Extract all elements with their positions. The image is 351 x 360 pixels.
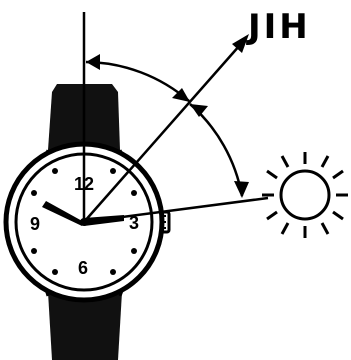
arc-arrowhead-start (86, 54, 100, 70)
dial-number-9: 9 (30, 214, 40, 234)
dial-number-6: 6 (78, 258, 88, 278)
angle-arc-lower (190, 104, 242, 196)
arc-arrowhead-end (234, 181, 249, 198)
sun-icon (262, 152, 348, 238)
direction-label: JIH (248, 10, 311, 44)
hands-pivot (80, 218, 88, 226)
arc-arrowhead-mid-bottom (190, 104, 208, 117)
